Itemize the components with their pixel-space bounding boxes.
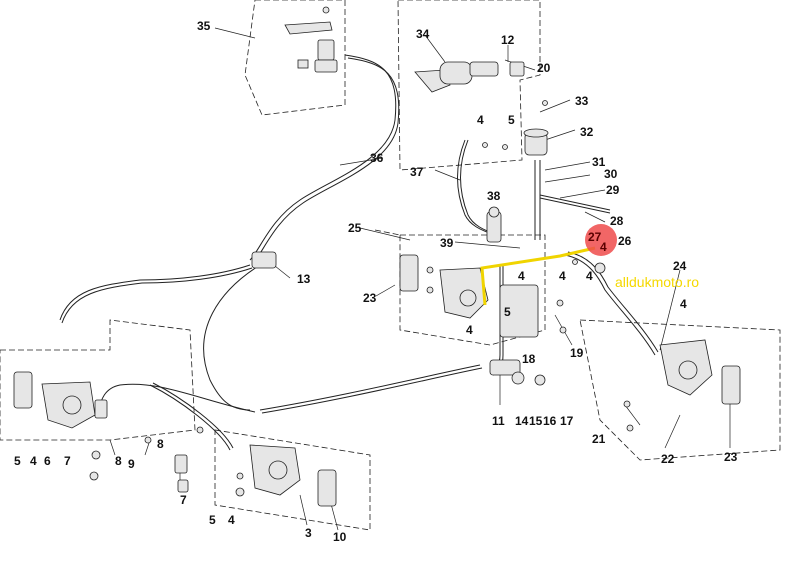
label-28: 28	[610, 214, 624, 228]
label-4-mid-c: 4	[586, 269, 593, 283]
label-10: 10	[333, 530, 347, 544]
label-20: 20	[537, 61, 551, 75]
brake-pad-left	[399, 254, 419, 292]
label-5-top: 5	[508, 113, 515, 127]
label-25: 25	[348, 221, 362, 235]
brake-pad-right	[721, 365, 741, 405]
brake-pad-rear-left	[13, 371, 33, 409]
label-16: 16	[543, 414, 557, 428]
label-26: 26	[618, 234, 632, 248]
label-29: 29	[606, 183, 620, 197]
label-36: 36	[370, 151, 384, 165]
label-15: 15	[529, 414, 543, 428]
label-12: 12	[501, 33, 515, 47]
label-4-top: 4	[477, 113, 484, 127]
label-4-right: 4	[680, 297, 687, 311]
label-38: 38	[487, 189, 501, 203]
highlighted-part	[480, 246, 596, 306]
label-33: 33	[575, 94, 589, 108]
label-31: 31	[592, 155, 606, 169]
callout-circle	[585, 224, 617, 256]
label-14: 14	[515, 414, 529, 428]
label-39: 39	[440, 236, 454, 250]
label-18: 18	[522, 352, 536, 366]
label-4-mid-a: 4	[518, 269, 525, 283]
label-37: 37	[410, 165, 424, 179]
label-34: 34	[416, 27, 430, 41]
label-13: 13	[297, 272, 311, 286]
label-5-mid: 5	[504, 305, 511, 319]
label-4-mid-b: 4	[559, 269, 566, 283]
label-7-left: 7	[64, 454, 71, 468]
label-9: 9	[128, 457, 135, 471]
label-4-left-caliper: 4	[466, 323, 473, 337]
label-24: 24	[673, 259, 687, 273]
label-23-right: 23	[724, 450, 738, 464]
label-35: 35	[197, 19, 211, 33]
callout-sub-number: 4	[600, 240, 607, 254]
label-3: 3	[305, 526, 312, 540]
label-5-rear-left: 5	[14, 454, 21, 468]
label-4-rear-left: 4	[30, 454, 37, 468]
label-7-center: 7	[180, 493, 187, 507]
callout-number: 27	[588, 230, 602, 244]
group-outlines	[0, 0, 781, 531]
brake-lever	[284, 21, 333, 35]
label-8-center: 8	[157, 437, 164, 451]
label-6: 6	[44, 454, 51, 468]
label-8-left: 8	[115, 454, 122, 468]
label-19: 19	[570, 346, 584, 360]
watermark-text: alldukmoto.ro	[615, 274, 700, 290]
label-11: 11	[492, 414, 505, 428]
brake-pad-rear-right	[317, 469, 337, 507]
label-32: 32	[580, 125, 594, 139]
label-30: 30	[604, 167, 618, 181]
label-5-rear-right: 5	[209, 513, 216, 527]
label-23-left: 23	[363, 291, 377, 305]
label-21: 21	[592, 432, 606, 446]
label-17: 17	[560, 414, 574, 428]
label-22: 22	[661, 452, 675, 466]
label-4-rear-right: 4	[228, 513, 235, 527]
